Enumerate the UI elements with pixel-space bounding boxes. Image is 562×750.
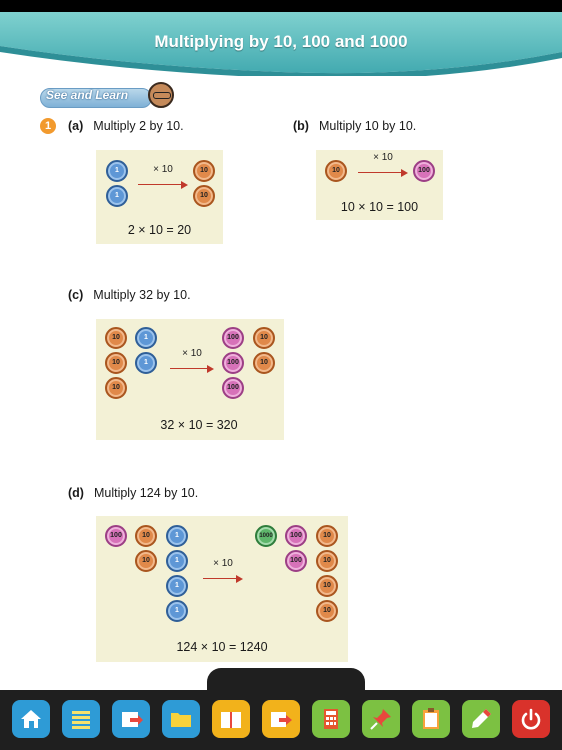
export-icon bbox=[122, 712, 143, 727]
badge-text: See and Learn bbox=[46, 88, 129, 102]
ones-coin: 1 bbox=[166, 575, 188, 597]
part-d-label: (d)Multiply 124 by 10. bbox=[68, 486, 199, 500]
tens-coin: 10 bbox=[325, 160, 347, 182]
clipboard-icon bbox=[423, 708, 439, 729]
boy-avatar-icon bbox=[148, 82, 174, 108]
folder-icon bbox=[171, 713, 191, 727]
hundreds-coin: 100 bbox=[222, 352, 244, 374]
tens-coin: 10 bbox=[135, 525, 157, 547]
ones-coin: 1 bbox=[166, 550, 188, 572]
hundreds-coin: 100 bbox=[222, 377, 244, 399]
tens-coin: 10 bbox=[135, 550, 157, 572]
calculator-icon bbox=[324, 709, 338, 729]
times-ten-arrow: × 10 bbox=[138, 164, 188, 192]
tens-coin: 10 bbox=[253, 352, 275, 374]
book-export-button[interactable] bbox=[262, 700, 300, 738]
status-bar bbox=[0, 0, 562, 12]
calculator-button[interactable] bbox=[312, 700, 350, 738]
ones-coin: 1 bbox=[135, 327, 157, 349]
tens-coin: 10 bbox=[316, 600, 338, 622]
see-and-learn-badge: See and Learn bbox=[40, 82, 178, 110]
part-c-label: (c)Multiply 32 by 10. bbox=[68, 288, 191, 302]
ones-coin: 1 bbox=[106, 160, 128, 182]
page-title: Multiplying by 10, 100 and 1000 bbox=[154, 32, 408, 51]
part-d-equation: 124 × 10 = 1240 bbox=[176, 640, 268, 654]
thousands-coin: 1000 bbox=[255, 525, 277, 547]
ones-coin: 1 bbox=[135, 352, 157, 374]
list-button[interactable] bbox=[62, 700, 100, 738]
hundreds-coin: 100 bbox=[413, 160, 435, 182]
times-ten-arrow: × 10 bbox=[358, 152, 408, 180]
part-b-panel: 10 × 10 100 10 × 10 = 100 bbox=[316, 150, 443, 220]
hundreds-coin: 100 bbox=[105, 525, 127, 547]
part-c-panel: 10 10 10 1 1 × 10 100 100 100 10 10 32 ×… bbox=[96, 319, 284, 440]
times-ten-arrow: × 10 bbox=[170, 348, 214, 376]
book-icon bbox=[221, 712, 241, 728]
part-a-panel: 1 1 × 10 10 10 2 × 10 = 20 bbox=[96, 150, 223, 244]
ones-coin: 1 bbox=[106, 185, 128, 207]
part-b-equation: 10 × 10 = 100 bbox=[340, 200, 419, 214]
tens-coin: 10 bbox=[105, 327, 127, 349]
part-c-equation: 32 × 10 = 320 bbox=[160, 418, 238, 432]
book-export-icon bbox=[271, 712, 292, 727]
hundreds-coin: 100 bbox=[285, 550, 307, 572]
home-icon bbox=[21, 710, 41, 728]
tens-coin: 10 bbox=[316, 575, 338, 597]
dock-handle[interactable] bbox=[207, 668, 365, 692]
power-button[interactable] bbox=[512, 700, 550, 738]
book-button[interactable] bbox=[212, 700, 250, 738]
title-banner: Multiplying by 10, 100 and 1000 bbox=[0, 12, 562, 76]
tens-coin: 10 bbox=[316, 525, 338, 547]
ones-coin: 1 bbox=[166, 600, 188, 622]
tens-coin: 10 bbox=[253, 327, 275, 349]
pencil-icon bbox=[472, 709, 491, 728]
part-d-panel: 100 10 10 1 1 1 1 × 10 1000 100 100 10 1… bbox=[96, 516, 348, 662]
ones-coin: 1 bbox=[166, 525, 188, 547]
folder-button[interactable] bbox=[162, 700, 200, 738]
tens-coin: 10 bbox=[316, 550, 338, 572]
power-icon bbox=[521, 708, 541, 730]
hundreds-coin: 100 bbox=[285, 525, 307, 547]
list-icon bbox=[72, 711, 90, 729]
pencil-button[interactable] bbox=[462, 700, 500, 738]
question-number-icon: 1 bbox=[40, 118, 56, 134]
clipboard-button[interactable] bbox=[412, 700, 450, 738]
export-button[interactable] bbox=[112, 700, 150, 738]
pin-icon bbox=[370, 709, 391, 730]
pin-button[interactable] bbox=[362, 700, 400, 738]
part-a-equation: 2 × 10 = 20 bbox=[127, 223, 192, 237]
home-button[interactable] bbox=[12, 700, 50, 738]
tens-coin: 10 bbox=[105, 352, 127, 374]
part-a-label: (a)Multiply 2 by 10. bbox=[68, 119, 184, 133]
times-ten-arrow: × 10 bbox=[203, 558, 243, 586]
banner-wave bbox=[0, 12, 562, 76]
part-b-label: (b)Multiply 10 by 10. bbox=[293, 119, 417, 133]
tens-coin: 10 bbox=[105, 377, 127, 399]
tens-coin: 10 bbox=[193, 185, 215, 207]
tens-coin: 10 bbox=[193, 160, 215, 182]
hundreds-coin: 100 bbox=[222, 327, 244, 349]
